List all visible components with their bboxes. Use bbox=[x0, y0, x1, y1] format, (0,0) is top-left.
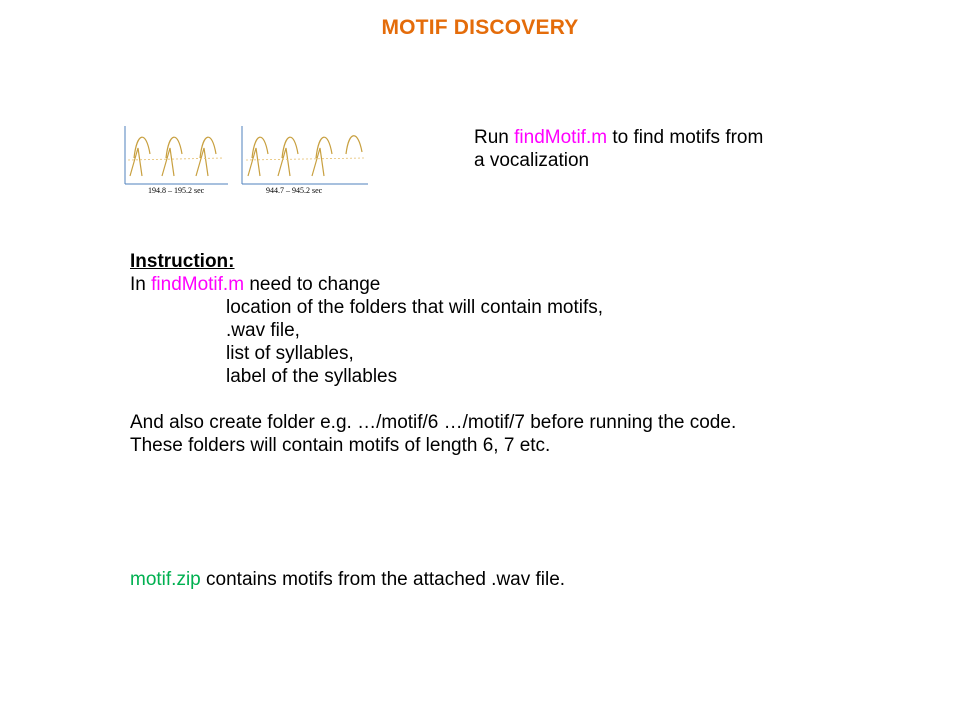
figure-caption-1: 194.8 – 195.2 sec bbox=[148, 186, 205, 195]
zip-file-name: motif.zip bbox=[130, 569, 201, 590]
intro-line-2: a vocalization bbox=[474, 150, 590, 171]
intro-line-1: Run findMotif.m to find motifs from bbox=[474, 126, 763, 149]
spacer bbox=[130, 388, 930, 411]
spectrogram-svg bbox=[124, 126, 368, 185]
intro-text: Run findMotif.m to find motifs from a vo… bbox=[474, 126, 763, 172]
intro-prefix: Run bbox=[474, 127, 515, 148]
instruction-suffix: need to change bbox=[244, 274, 381, 295]
page-title: MOTIF DISCOVERY bbox=[381, 16, 579, 39]
intro-suffix: to find motifs from bbox=[607, 127, 764, 148]
intro-file-name: findMotif.m bbox=[514, 127, 608, 148]
instruction-note-2: These folders will contain motifs of len… bbox=[130, 435, 551, 456]
instruction-list: location of the folders that will contai… bbox=[130, 296, 930, 388]
instruction-item: list of syllables, bbox=[226, 343, 354, 364]
spectrogram-panel-2 bbox=[241, 126, 368, 185]
instruction-item: .wav file, bbox=[226, 320, 300, 341]
instruction-line: In findMotif.m need to change bbox=[130, 273, 930, 296]
instruction-item: label of the syllables bbox=[226, 366, 398, 387]
footer-line: motif.zip contains motifs from the attac… bbox=[130, 568, 565, 591]
instruction-note-1: And also create folder e.g. …/motif/6 …/… bbox=[130, 412, 737, 433]
instruction-heading: Instruction: bbox=[130, 251, 235, 272]
instruction-item: location of the folders that will contai… bbox=[226, 297, 604, 318]
spectrogram-panel-1 bbox=[124, 126, 228, 185]
instruction-prefix: In bbox=[130, 274, 152, 295]
instruction-file-name: findMotif.m bbox=[151, 274, 245, 295]
spectrogram-figures: 194.8 – 195.2 sec 944.7 – 945.2 sec bbox=[120, 124, 370, 196]
footer-text: contains motifs from the attached .wav f… bbox=[200, 569, 566, 590]
instruction-block: Instruction: In findMotif.m need to chan… bbox=[130, 250, 930, 457]
figure-caption-2: 944.7 – 945.2 sec bbox=[266, 186, 323, 195]
